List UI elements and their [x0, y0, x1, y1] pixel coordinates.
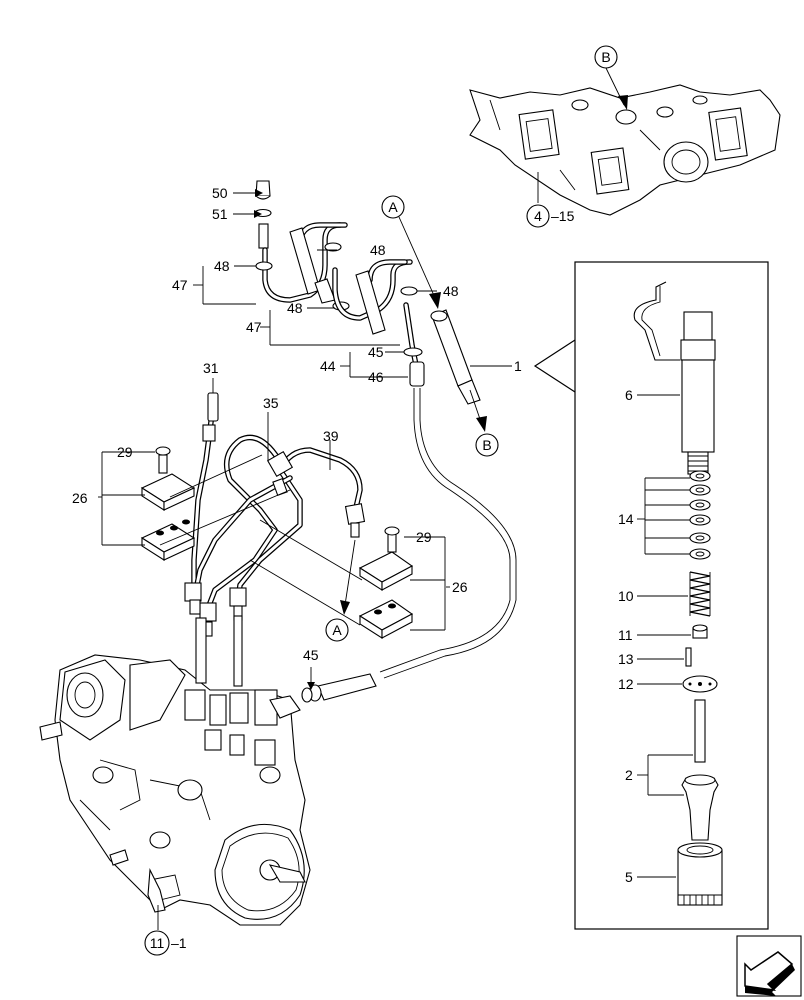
callout-35: 35 — [263, 395, 279, 411]
reference-a-top: A — [381, 195, 441, 309]
injector-detail-parts — [633, 281, 723, 906]
callout-29a: 29 — [117, 444, 133, 460]
reference-11-label: 11 — [150, 935, 165, 951]
detail-callout-13: 13 — [618, 651, 634, 667]
detail-callout-11: 11 — [618, 627, 633, 643]
callout-1: 1 — [514, 358, 522, 374]
callout-39: 39 — [323, 428, 339, 444]
reference-4: 4 –15 — [526, 172, 575, 228]
injector-detail-box — [574, 261, 769, 930]
callout-48b: 48 — [370, 242, 386, 258]
reference-a-bottom-label: A — [332, 622, 342, 638]
callout-29b: 29 — [416, 529, 432, 545]
reference-a-bottom: A — [325, 539, 356, 642]
pipe-clamp-right — [358, 526, 414, 640]
callout-47b: 47 — [246, 319, 262, 335]
detail-callout-12: 12 — [618, 676, 634, 692]
reference-b-bottom: B — [469, 389, 499, 457]
detail-callout-14: 14 — [618, 511, 634, 527]
reference-b-top-label: B — [601, 49, 610, 65]
reference-11-suffix: –1 — [171, 935, 187, 951]
pipe-clamp-left — [140, 446, 196, 562]
cylinder-head-illustration — [469, 84, 781, 216]
reference-b-top: B — [594, 45, 628, 110]
callout-31: 31 — [203, 360, 219, 376]
detail-callout-10: 10 — [618, 588, 634, 604]
callout-50: 50 — [212, 185, 228, 201]
reference-b-bottom-label: B — [482, 437, 491, 453]
leak-off-pipe-assembly — [254, 180, 517, 679]
arrow-icon — [744, 951, 795, 996]
detail-callout-6: 6 — [625, 387, 633, 403]
callout-47a: 47 — [172, 277, 188, 293]
leader-lines-upper — [193, 189, 512, 378]
return-hose-end — [301, 667, 377, 703]
reference-4-label: 4 — [534, 208, 542, 224]
navigation-arrow-button[interactable] — [736, 935, 802, 997]
injection-pipes — [184, 392, 366, 637]
callout-46: 46 — [368, 369, 384, 385]
callout-26a: 26 — [72, 490, 88, 506]
callout-51: 51 — [212, 206, 228, 222]
reference-a-top-label: A — [388, 199, 398, 215]
callout-26b: 26 — [452, 579, 468, 595]
callout-45b: 45 — [303, 647, 319, 663]
callout-44: 44 — [320, 358, 336, 374]
callout-numbers: 50 51 48 48 48 48 47 47 45 44 46 1 31 35… — [72, 185, 522, 663]
leader-lines-lower — [98, 378, 450, 631]
callout-48d: 48 — [443, 283, 459, 299]
detail-pointer — [533, 339, 576, 393]
callout-45a: 45 — [368, 344, 384, 360]
detail-callout-5: 5 — [625, 869, 633, 885]
detail-leader-lines — [637, 394, 693, 878]
reference-11: 11 –1 — [144, 905, 187, 956]
detail-callout-2: 2 — [625, 767, 633, 783]
detail-callout-numbers: 6 14 10 11 13 12 2 5 — [618, 387, 634, 885]
callout-48c: 48 — [287, 300, 303, 316]
injection-pump-illustration — [39, 615, 311, 926]
reference-4-suffix: –15 — [551, 208, 575, 224]
callout-48a: 48 — [214, 258, 230, 274]
fuel-injector — [430, 309, 481, 405]
